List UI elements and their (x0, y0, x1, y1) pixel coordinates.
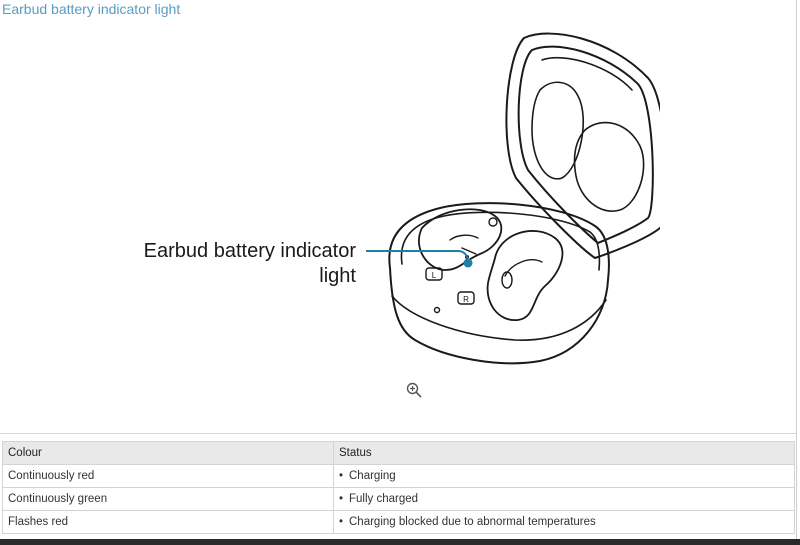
bullet: • (339, 493, 344, 505)
colour-cell: Continuously green (2, 487, 334, 511)
indicator-status-table: Colour Status Continuously red • Charging… (2, 441, 795, 534)
colour-cell: Flashes red (2, 510, 334, 534)
callout-label-line2: light (319, 265, 356, 287)
right-bud-mark: R (463, 295, 469, 304)
status-cell: • Charging blocked due to abnormal temper… (333, 510, 795, 534)
table-row: Flashes red • Charging blocked due to abn… (2, 510, 795, 534)
table-row: Continuously red • Charging (2, 464, 795, 488)
status-text: Fully charged (349, 493, 419, 505)
status-cell: • Fully charged (333, 487, 795, 511)
bullet: • (339, 516, 344, 528)
table-row: Continuously green • Fully charged (2, 487, 795, 511)
status-text: Charging blocked due to abnormal tempera… (349, 516, 596, 528)
callout-label-line1: Earbud battery indicator (144, 240, 357, 262)
bullet: • (339, 470, 344, 482)
status-cell: • Charging (333, 464, 795, 488)
header-status: Status (333, 441, 795, 465)
left-bud-mark: L (432, 271, 437, 280)
table-header-row: Colour Status (2, 441, 795, 465)
colour-cell: Continuously red (2, 464, 334, 488)
indicator-light-dot (463, 258, 473, 268)
section-title: Earbud battery indicator light (2, 1, 181, 17)
header-colour: Colour (2, 441, 334, 465)
earbud-case-illustration: L R Earbud battery indicator light (144, 32, 660, 365)
window-bottom-bar (0, 539, 800, 545)
status-text: Charging (349, 470, 396, 482)
zoom-in-icon[interactable] (405, 381, 423, 399)
section-divider (0, 433, 797, 434)
